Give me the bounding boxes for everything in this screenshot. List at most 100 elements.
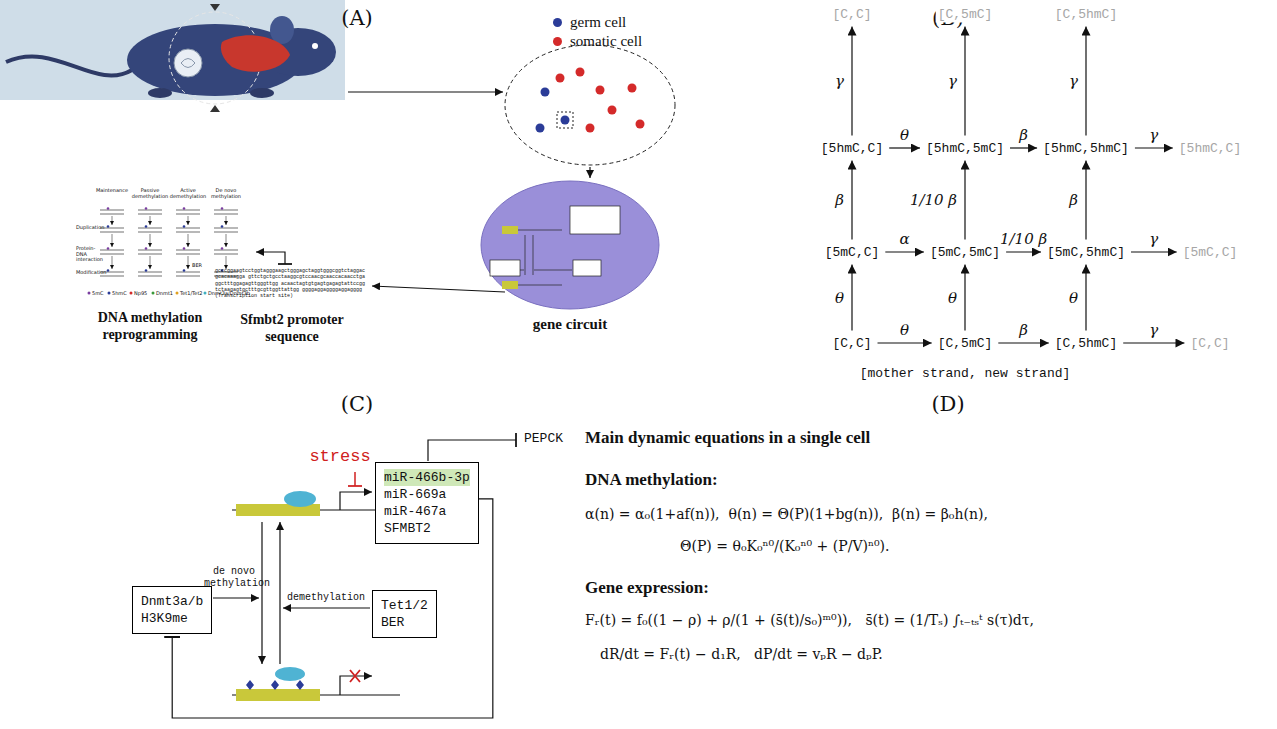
germ-cell: [536, 124, 545, 133]
step-arrow: [226, 216, 227, 225]
section-heading: DNA methylation:: [585, 470, 718, 490]
section-mark: [210, 4, 220, 11]
transcription-factor: [284, 491, 316, 507]
mini-box: [570, 206, 620, 234]
dna-duplex: [138, 272, 162, 276]
gene-label: PEPCK: [524, 431, 563, 446]
mouse-illustration: [0, 0, 345, 112]
state-label: [C,5mC]: [936, 335, 995, 352]
row-label: Protein-DNA interaction: [76, 246, 100, 263]
rate-label: γ: [947, 72, 958, 90]
liver: [221, 35, 290, 71]
transition-arrow: [851, 265, 852, 331]
rate-label: 1/10 β: [909, 191, 958, 209]
transition-arrow: [1131, 251, 1177, 252]
step-arrow: [112, 234, 113, 247]
selection-square: [557, 112, 573, 128]
legend-symbol: [176, 292, 179, 295]
mouse-ear: [270, 16, 294, 44]
stress-label: stress: [309, 447, 370, 466]
transition-arrow: [1010, 147, 1037, 148]
intestine-coil: [181, 59, 195, 68]
legend-text: Dnmt1: [156, 290, 173, 296]
transcription-factor: [275, 667, 305, 681]
transcription-arrow: [340, 676, 372, 695]
legend-symbol: [152, 292, 155, 295]
state-label: [5hmC,5mC]: [924, 140, 1006, 157]
state-label: [5hmC,5hmC]: [1041, 140, 1131, 157]
legend-text: somatic cell: [570, 33, 642, 50]
mouse-eye: [312, 43, 318, 49]
state-arrow: [279, 522, 280, 664]
state-label: [5mC,5mC]: [928, 244, 1002, 261]
transition-arrow: [851, 161, 852, 240]
column-header: Active demethylation: [169, 188, 207, 199]
dna-duplex: [100, 210, 124, 214]
node-text: [5hmC,5hmC]: [1043, 141, 1129, 156]
node-text: SFMBT2: [384, 520, 470, 537]
node-text: [C,C]: [832, 7, 871, 22]
methyl-mark: [107, 269, 110, 272]
rate-label: β: [1068, 191, 1079, 209]
dna-duplex: [176, 272, 200, 276]
methyl-mark: [145, 225, 148, 228]
dna-duplex: [100, 228, 124, 232]
mouse-leg: [250, 88, 274, 98]
dna-duplex: [214, 250, 238, 254]
photo-ground: [0, 0, 345, 100]
legend-symbol: [204, 292, 207, 295]
rate-label: γ: [1148, 126, 1159, 144]
node-text: [C,5hmC]: [1055, 336, 1117, 351]
step-arrow: [188, 256, 189, 269]
equation: Fᵣ(t) = f₀((1 − ρ) + ρ/(1 + (s̄(t)/s₀)ᵐ⁰…: [585, 612, 1034, 628]
rate-label: β: [1018, 321, 1029, 339]
rate-label: β: [1018, 126, 1029, 144]
rate-label: β: [834, 191, 845, 209]
figure-caption: DNA methylation reprogramming: [85, 310, 215, 344]
node-text: [C,C]: [832, 336, 871, 351]
node-text: [C,5mC]: [938, 7, 993, 22]
transition-arrow: [1135, 147, 1173, 148]
node-text: miR-669a: [384, 486, 470, 503]
panel-label: (D): [931, 392, 964, 416]
state-label: [C,C]: [830, 335, 873, 352]
rate-label: θ: [947, 289, 958, 307]
state-label: [5hmC,C]: [819, 140, 885, 157]
node-text: Tet1/2: [381, 597, 428, 614]
node-text: [C,5mC]: [938, 336, 993, 351]
column-header: Maintenance: [93, 188, 131, 194]
methyl-mark: [221, 207, 224, 210]
legend-text: germ cell: [570, 14, 626, 31]
transition-arrow: [964, 265, 965, 331]
step-arrow: [150, 216, 151, 225]
transition-arrow: [1123, 342, 1184, 343]
section-heading: Gene expression:: [585, 578, 709, 598]
column-header: De novo methylation: [207, 188, 245, 199]
population-outline: [505, 45, 675, 165]
state-arrow: [261, 522, 262, 664]
section-mark: [210, 105, 220, 112]
enzyme-box: Dnmt3a/bH3K9me: [132, 586, 212, 634]
somatic-cell: [556, 74, 565, 83]
state-label: [5mC,C]: [1181, 244, 1240, 261]
transition-arrow: [1085, 161, 1086, 240]
methyl-mark: [183, 247, 186, 250]
node-text: [C,5hmC]: [1055, 7, 1117, 22]
state-label: [C,5mC]: [936, 6, 995, 23]
mouse-leg: [148, 88, 172, 98]
methyl-mark: [107, 247, 110, 250]
mini-promoter: [502, 226, 518, 234]
step-arrow: [112, 216, 113, 225]
dna-duplex: [138, 228, 162, 232]
legend-item: germ cell: [553, 14, 626, 31]
somatic-cell: [586, 124, 595, 133]
dna-duplex: [176, 250, 200, 254]
gene-box: miR-466b-3pmiR-669amiR-467aSFMBT2: [375, 462, 479, 544]
step-arrow: [150, 234, 151, 247]
axis-caption: [mother strand, new strand]: [860, 366, 1071, 381]
flow-arrow: [589, 167, 590, 178]
step-arrow: [112, 256, 113, 269]
equation: α(n) = α₀(1+af(n)), θ(n) = Θ(P)(1+bg(n))…: [585, 506, 988, 522]
legend-swatch: [553, 18, 562, 27]
node-text: gene circuit: [480, 316, 660, 333]
